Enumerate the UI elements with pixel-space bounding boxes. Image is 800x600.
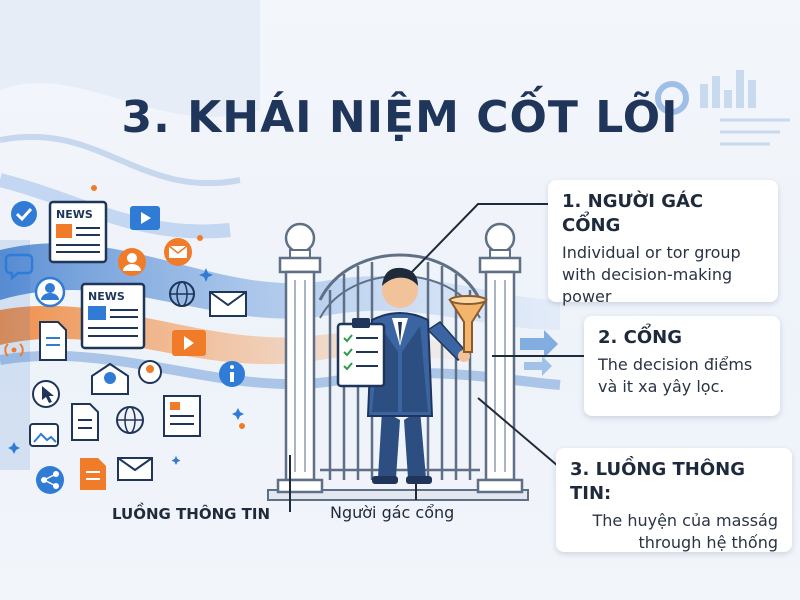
play-video-icon — [130, 206, 160, 230]
caption-gatekeeper: Người gác cổng — [330, 503, 455, 522]
card-gatekeeper-heading: 1. NGƯỜI GÁC CỔNG — [562, 191, 704, 236]
gate-arch — [318, 253, 482, 301]
right-pillar — [476, 222, 524, 494]
left-pillar — [276, 222, 324, 494]
caption-information-flow: LUỒNG THÔNG TIN — [112, 505, 271, 523]
clipboard-checklist-icon — [336, 318, 386, 388]
top-left-wave — [0, 0, 260, 117]
email-envelope-icon — [91, 362, 129, 395]
user-icon — [34, 276, 66, 308]
top-left-stroke — [0, 133, 241, 187]
gate-illustration — [267, 222, 558, 501]
chat-bubble-icon — [4, 253, 34, 281]
card-info-flow-line-1: The huyện của masság — [592, 511, 778, 530]
card-gatekeeper-body: Individual or tor group with decision-ma… — [562, 242, 764, 308]
card-gate-line-1: The decision điểms — [598, 355, 753, 374]
card-gatekeeper: 1. NGƯỜI GÁC CỔNG Individual or tor grou… — [548, 180, 778, 306]
checkmark-icon — [11, 201, 37, 227]
signal-icon — [4, 343, 24, 357]
newspaper-icon: NEWS — [48, 200, 108, 264]
leader-line-flow — [477, 397, 559, 467]
orange-document-icon — [80, 458, 106, 490]
card-gatekeeper-line-3: power — [562, 287, 612, 306]
newspaper-large-icon: NEWS — [80, 282, 146, 350]
funnel-icon — [448, 295, 488, 353]
gatekeeper-figure — [336, 267, 488, 484]
page-title: 3. KHÁI NIỆM CỐT LÕI — [121, 92, 679, 143]
decor-bar-chart — [700, 70, 756, 108]
card-info-flow-body: The huyện của masság through hệ thống — [570, 510, 778, 554]
callout-lines — [289, 203, 584, 512]
card-gate-line-2: và it xa yây lọc. — [598, 377, 725, 396]
card-gatekeeper-line-1: Individual or tor group — [562, 243, 741, 262]
globe-icon — [169, 281, 195, 307]
dot-icons — [91, 185, 245, 429]
flow-wave-upper — [0, 173, 231, 239]
envelope-icon — [209, 291, 247, 317]
card-gatekeeper-line-2: with decision-making — [562, 265, 733, 284]
card-gate-heading: 2. CỔNG — [598, 327, 682, 348]
card-gate: 2. CỔNG The decision điểms và it xa yây … — [584, 316, 780, 416]
card-info-flow-heading: 3. LUỒNG THÔNG TIN: — [570, 459, 745, 504]
mail-icon — [117, 457, 153, 481]
decor-lines — [720, 118, 790, 146]
file-icon — [71, 403, 99, 441]
gate-bars — [328, 262, 472, 480]
news-article-icon — [163, 395, 201, 437]
flow-arrows — [520, 330, 558, 376]
email-icon — [164, 238, 192, 266]
document-icon — [39, 321, 67, 361]
decor-ring — [655, 81, 689, 115]
gate-base — [267, 489, 529, 501]
person-avatar-icon — [118, 248, 146, 276]
info-icon — [219, 361, 245, 387]
card-info-flow-line-2: through hệ thống — [638, 533, 778, 552]
image-message-icon — [29, 423, 59, 447]
card-gate-body: The decision điểms và it xa yây lọc. — [598, 354, 766, 398]
share-icon — [36, 466, 64, 494]
news-label-2: NEWS — [88, 290, 125, 303]
person-circle-icon — [138, 360, 162, 384]
world-globe-icon — [116, 406, 144, 434]
leader-line-gatekeeper — [407, 203, 548, 277]
news-label-1: NEWS — [56, 208, 93, 221]
cursor-click-icon — [32, 380, 60, 408]
left-edge-band — [0, 240, 30, 470]
video-play-icon — [172, 330, 206, 356]
card-info-flow: 3. LUỒNG THÔNG TIN: The huyện của masság… — [556, 448, 792, 552]
sparkle-icons — [8, 268, 244, 465]
